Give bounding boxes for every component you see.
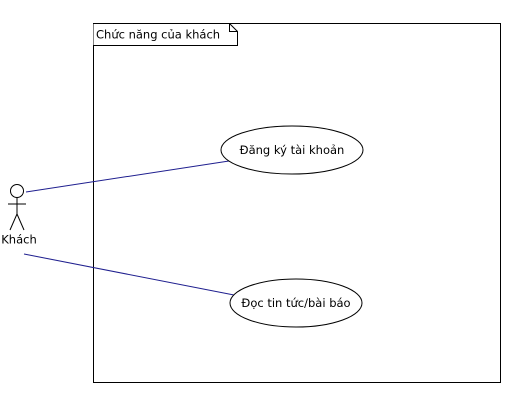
label-tab-fold xyxy=(229,23,238,32)
use-case-read-news[interactable]: Đọc tin tức/bài báo xyxy=(229,278,363,328)
system-boundary[interactable] xyxy=(93,23,501,383)
actor-head xyxy=(10,184,24,198)
system-boundary-label: Chức năng của khách xyxy=(96,28,220,42)
association-line-read-news[interactable] xyxy=(23,253,235,296)
use-case-register-label: Đăng ký tài khoản xyxy=(240,143,345,157)
actor-figure[interactable] xyxy=(8,184,26,231)
actor-left-leg xyxy=(9,213,18,231)
use-case-register[interactable]: Đăng ký tài khoản xyxy=(220,125,364,175)
use-case-register-ellipse[interactable] xyxy=(220,125,364,175)
use-case-read-news-ellipse[interactable] xyxy=(229,278,363,328)
association-line-register[interactable] xyxy=(25,160,230,193)
actor-right-leg xyxy=(16,213,25,231)
use-case-read-news-label: Đọc tin tức/bài báo xyxy=(241,296,350,310)
actor-name: Khách xyxy=(1,233,37,247)
